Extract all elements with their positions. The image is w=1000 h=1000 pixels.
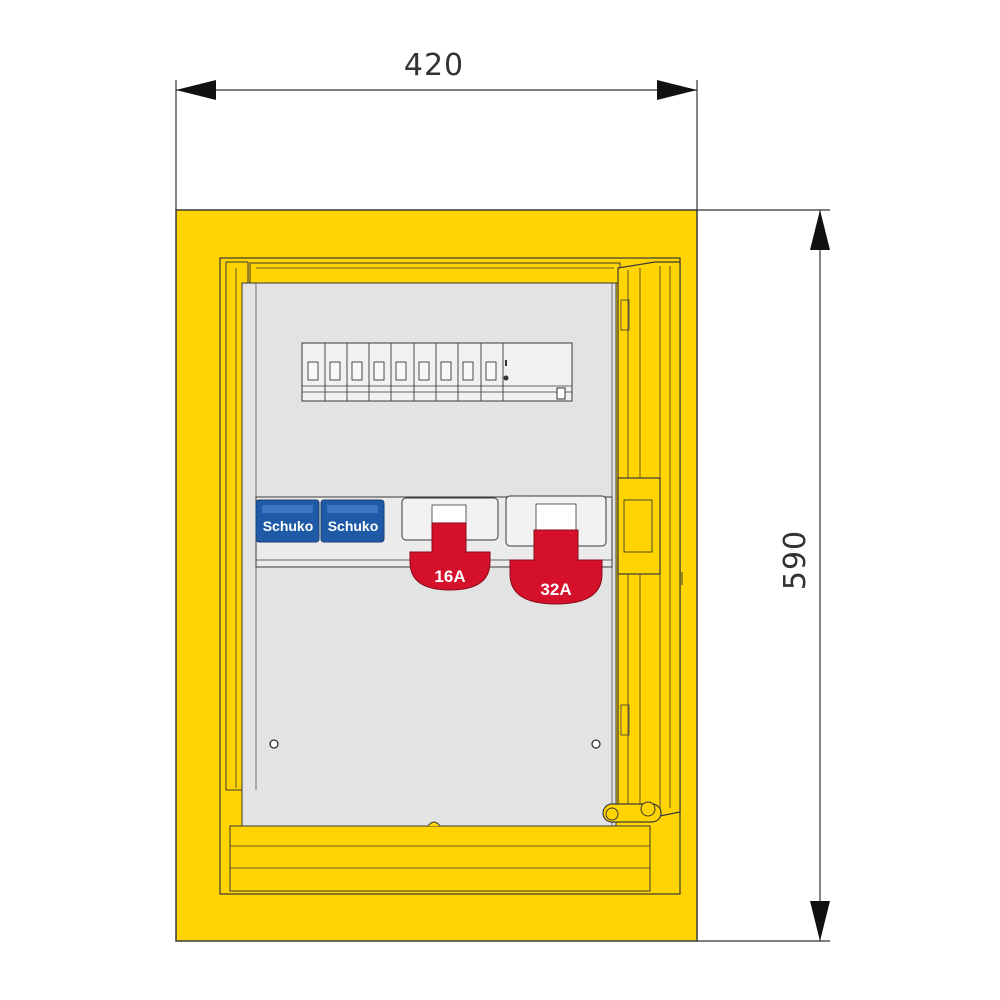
mounting-screw-right — [591, 739, 601, 749]
height-dimension: 590 — [697, 209, 830, 942]
cee-socket-32a: 32A — [505, 495, 607, 605]
door-edge — [602, 261, 683, 823]
breaker-din-rail — [301, 342, 573, 402]
width-dimension-label: 420 — [404, 48, 464, 83]
door-hinge-icon — [602, 801, 662, 823]
cee-16a-label: 16A — [434, 567, 465, 586]
schuko-socket-right: Schuko — [320, 499, 385, 543]
height-dimension-label: 590 — [778, 530, 813, 590]
schuko-left-label: Schuko — [263, 518, 314, 534]
cee-32a-label: 32A — [540, 580, 571, 599]
mounting-screw-left — [269, 739, 279, 749]
width-dimension: 420 — [175, 48, 698, 210]
cee-socket-16a: 16A — [401, 497, 499, 591]
circuit-breaker-group — [307, 343, 504, 401]
indicator-module — [556, 387, 566, 400]
schuko-socket-left: Schuko — [255, 499, 320, 543]
schuko-right-label: Schuko — [328, 518, 379, 534]
